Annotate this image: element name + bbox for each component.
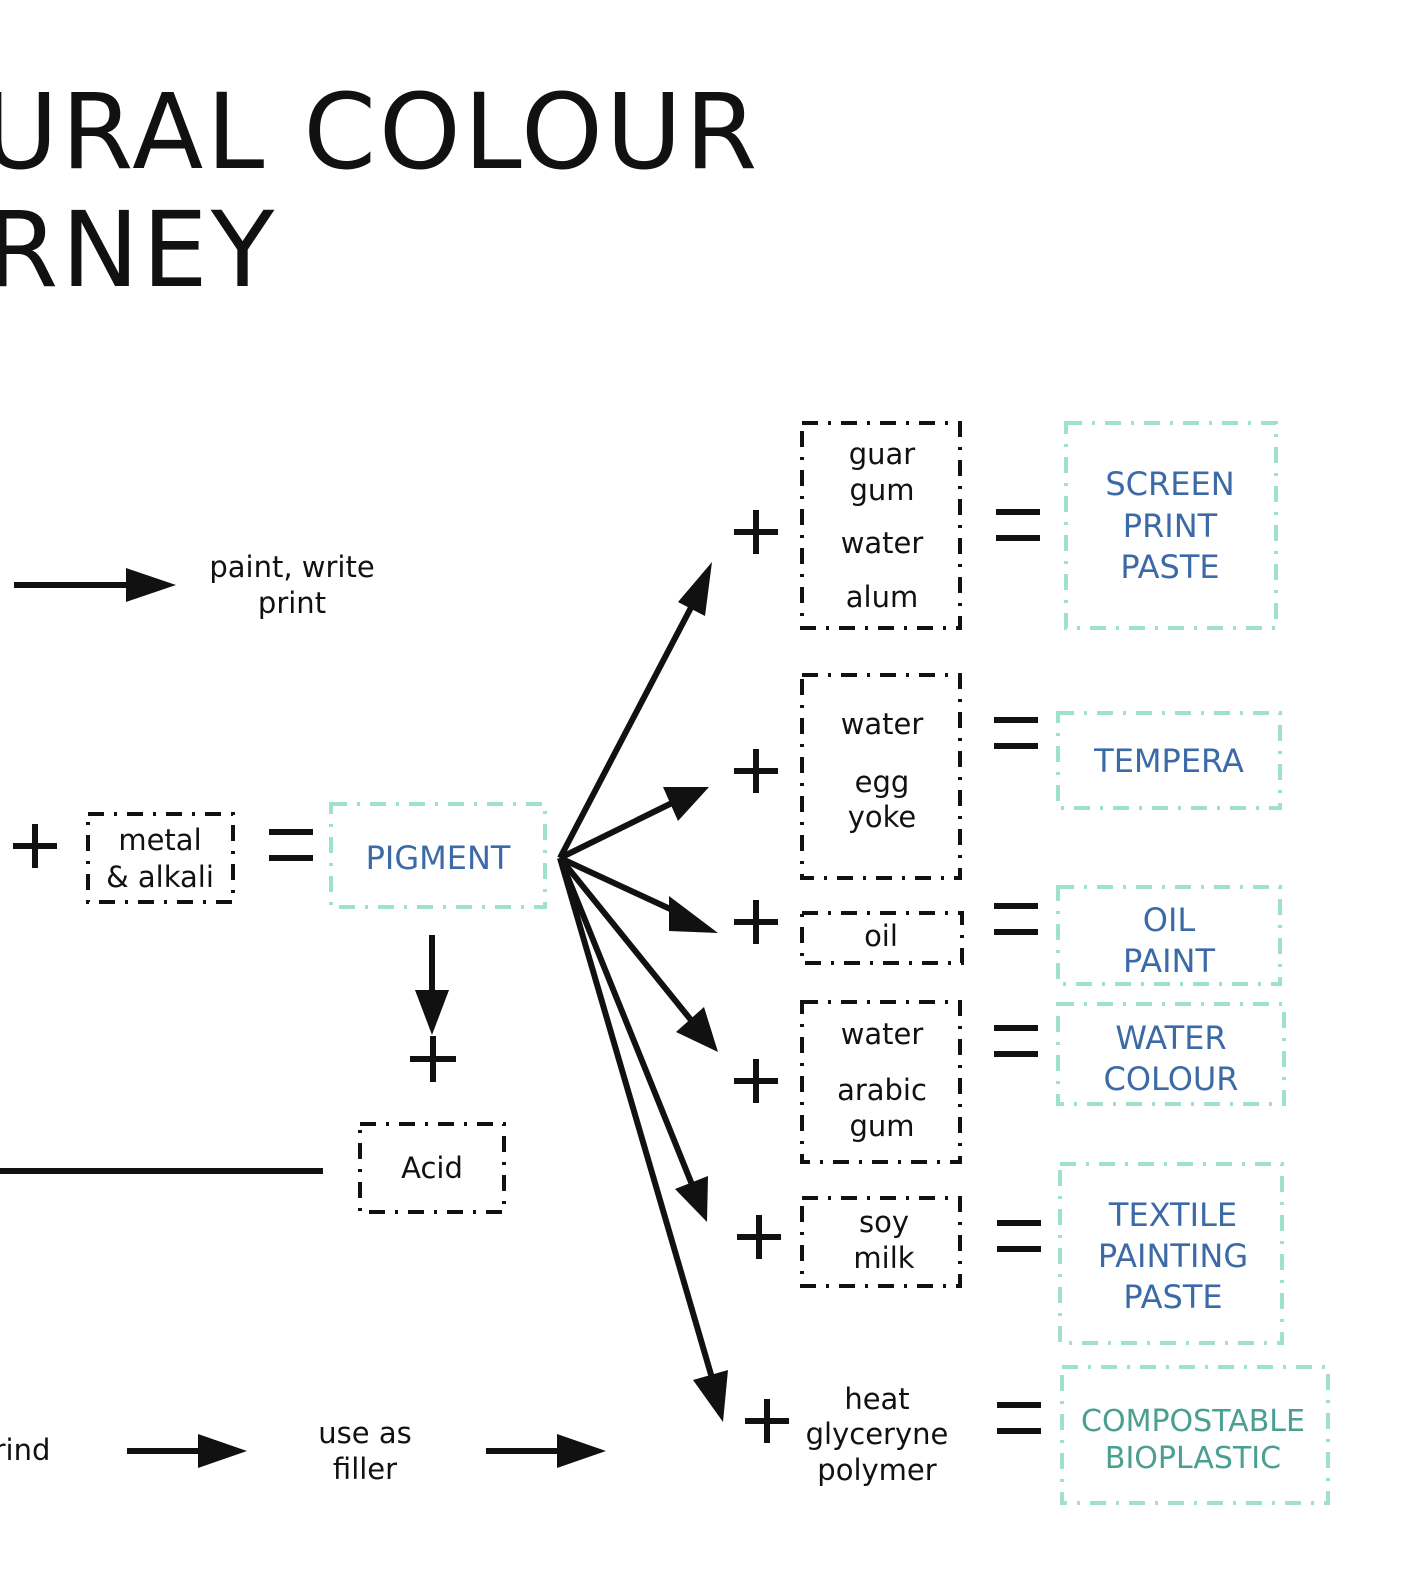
plus-icon bbox=[745, 1399, 789, 1443]
ingredient-label: alum bbox=[846, 580, 918, 614]
ingredient-label: milk bbox=[853, 1241, 914, 1275]
ingredient-label: water bbox=[841, 526, 924, 560]
water-colour-ingredients-box bbox=[800, 1000, 962, 1164]
ingredient-label: gum bbox=[849, 473, 914, 507]
equals-icon bbox=[269, 829, 313, 861]
metal-label: metal bbox=[118, 823, 201, 857]
pigment-box bbox=[329, 802, 547, 909]
equals-icon bbox=[994, 903, 1038, 935]
grind-label: rind bbox=[0, 1433, 50, 1467]
plus-icon bbox=[734, 510, 778, 554]
result-label: TEMPERA bbox=[1093, 742, 1244, 780]
water-colour-result-box bbox=[1056, 1002, 1286, 1106]
plus-icon bbox=[737, 1215, 781, 1259]
ingredient-label: guar bbox=[849, 437, 916, 471]
ingredient-label: soy bbox=[859, 1205, 909, 1239]
result-label: OIL bbox=[1143, 901, 1196, 939]
arrow-head bbox=[198, 1434, 247, 1468]
print-label: print bbox=[258, 586, 326, 620]
ingredient-label: yoke bbox=[848, 800, 917, 834]
ingredient-label: water bbox=[841, 707, 924, 741]
result-label: PAINT bbox=[1123, 942, 1216, 980]
plus-icon bbox=[734, 900, 778, 944]
result-label: COMPOSTABLE bbox=[1081, 1404, 1305, 1439]
filler-label: filler bbox=[333, 1452, 397, 1486]
result-label: WATER bbox=[1115, 1019, 1226, 1057]
title-line-2: RNEY bbox=[0, 189, 278, 311]
plus-icon bbox=[13, 824, 57, 868]
tempera-result-box bbox=[1056, 711, 1282, 810]
arrow-head bbox=[557, 1434, 606, 1468]
use-as-label: use as bbox=[318, 1416, 411, 1450]
result-label: PAINTING bbox=[1098, 1237, 1248, 1275]
plus-icon bbox=[734, 749, 778, 793]
ingredient-label: glyceryne bbox=[806, 1417, 949, 1451]
equals-icon bbox=[994, 1025, 1038, 1057]
pigment-label: PIGMENT bbox=[366, 839, 511, 877]
oil-ingredients-box bbox=[800, 911, 964, 965]
result-label: TEXTILE bbox=[1108, 1196, 1237, 1234]
equals-icon bbox=[997, 1220, 1041, 1252]
result-label: PASTE bbox=[1123, 1278, 1222, 1316]
ingredient-label: heat bbox=[844, 1382, 909, 1416]
ingredient-label: polymer bbox=[817, 1453, 936, 1487]
result-label: PRINT bbox=[1123, 507, 1218, 545]
result-label: PASTE bbox=[1120, 548, 1219, 586]
ingredient-label: arabic bbox=[837, 1073, 927, 1107]
title-line-1: URAL COLOUR bbox=[0, 71, 761, 193]
result-label: BIOPLASTIC bbox=[1105, 1441, 1281, 1476]
result-label: COLOUR bbox=[1103, 1060, 1238, 1098]
plus-icon bbox=[734, 1059, 778, 1103]
paint-write-label: paint, write bbox=[209, 550, 374, 584]
acid-label: Acid bbox=[401, 1151, 463, 1185]
alkali-label: & alkali bbox=[106, 860, 214, 894]
bioplastic-result-box bbox=[1060, 1365, 1330, 1505]
screen-print-result-box bbox=[1064, 421, 1278, 630]
equals-icon bbox=[994, 717, 1038, 749]
arrow-head bbox=[126, 568, 176, 602]
fan-arrows bbox=[557, 562, 728, 1422]
oil-paint-result-box bbox=[1056, 885, 1282, 986]
textile-ingredients-box bbox=[800, 1196, 962, 1288]
tempera-ingredients-box bbox=[800, 673, 962, 880]
ingredient-label: gum bbox=[849, 1109, 914, 1143]
ingredient-label: egg bbox=[855, 765, 910, 799]
equals-icon bbox=[997, 1402, 1041, 1434]
ingredient-label: water bbox=[841, 1017, 924, 1051]
textile-result-box bbox=[1058, 1162, 1284, 1345]
result-label: SCREEN bbox=[1105, 465, 1234, 503]
equals-icon bbox=[996, 509, 1040, 541]
arrow-head bbox=[415, 990, 449, 1035]
ingredient-label: oil bbox=[864, 919, 898, 953]
screen-print-ingredients-box bbox=[800, 421, 962, 630]
plus-icon bbox=[410, 1036, 456, 1082]
